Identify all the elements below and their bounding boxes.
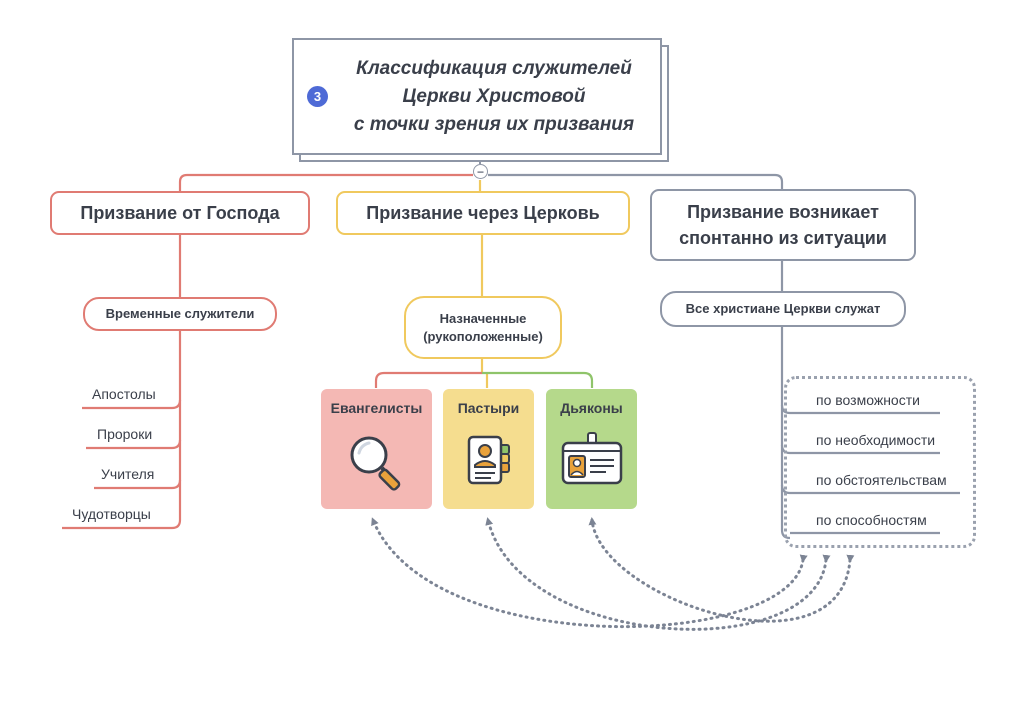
leaf-by-circumstances[interactable]: по обстоятельствам	[816, 472, 947, 488]
leaf-apostles[interactable]: Апостолы	[92, 386, 156, 402]
id-card-icon	[461, 431, 517, 496]
badge-icon	[559, 431, 625, 496]
magnifier-icon	[345, 431, 409, 496]
branch-calling-through-church[interactable]: Призвание через Церковь	[336, 191, 630, 235]
card-pastors[interactable]: Пастыри	[443, 389, 534, 509]
leaf-by-opportunity[interactable]: по возможности	[816, 392, 920, 408]
root-title: Классификация служителей Церкви Христово…	[354, 55, 634, 139]
leaf-miracle-workers[interactable]: Чудотворцы	[72, 506, 151, 522]
root-title-line: Церкви Христовой	[402, 85, 586, 107]
leaf-by-necessity[interactable]: по необходимости	[816, 432, 936, 448]
subtopic-appointed[interactable]: Назначенные (рукоположенные)	[404, 296, 562, 359]
card-label: Пастыри	[457, 400, 520, 416]
subtopic-all-christians[interactable]: Все христиане Церкви служат	[660, 291, 906, 327]
card-label: Евангелисты	[330, 400, 423, 416]
number-badge: 3	[307, 86, 328, 107]
root-title-line: с точки зрения их призвания	[353, 113, 635, 135]
root-title-line: Классификация служителей	[356, 57, 632, 79]
dotted-group-box	[784, 376, 976, 548]
card-evangelists[interactable]: Евангелисты	[321, 389, 432, 509]
collapse-toggle-icon[interactable]: −	[473, 164, 488, 179]
leaf-prophets[interactable]: Пророки	[97, 426, 153, 442]
branch-spontaneous-calling[interactable]: Призвание возникает спонтанно из ситуаци…	[650, 189, 916, 261]
root-topic[interactable]: 3 Классификация служителей Церкви Христо…	[292, 38, 662, 155]
card-label: Дьяконы	[560, 400, 623, 416]
subtopic-temporary-ministers[interactable]: Временные служители	[83, 297, 277, 331]
leaf-teachers[interactable]: Учителя	[101, 466, 155, 482]
card-deacons[interactable]: Дьяконы	[546, 389, 637, 509]
branch-calling-from-lord[interactable]: Призвание от Господа	[50, 191, 310, 235]
leaf-by-abilities[interactable]: по способностям	[816, 512, 927, 528]
